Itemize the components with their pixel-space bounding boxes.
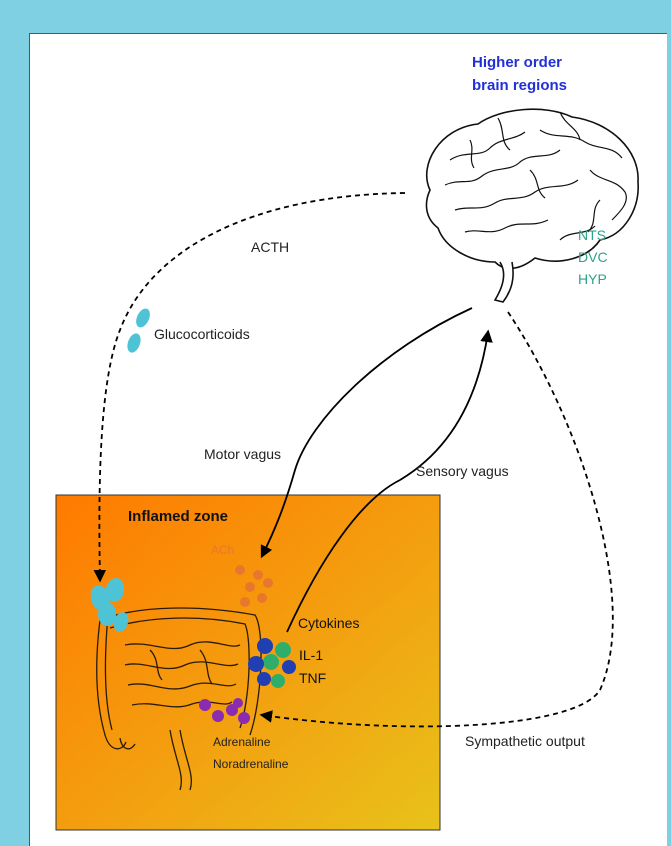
inflamed-zone-label: Inflamed zone (128, 508, 228, 525)
title-line-2: brain regions (472, 77, 567, 94)
il1-label: IL-1 (299, 647, 323, 663)
inflamed-zone-box (56, 495, 440, 830)
tnf-label: TNF (299, 670, 326, 686)
sensory-vagus-label: Sensory vagus (416, 463, 509, 479)
noradrenaline-label: Noradrenaline (213, 757, 289, 771)
ach-label: ACh (211, 543, 234, 557)
nucleus-hyp: HYP (578, 271, 607, 287)
acth-label: ACTH (251, 239, 289, 255)
motor-vagus-label: Motor vagus (204, 446, 281, 462)
cytokines-label: Cytokines (298, 615, 359, 631)
sympathetic-output-label: Sympathetic output (465, 733, 585, 749)
title-line-1: Higher order (472, 54, 562, 71)
nucleus-dvc: DVC (578, 249, 608, 265)
glucocorticoid-molecules (125, 306, 153, 354)
nucleus-nts: NTS (578, 227, 606, 243)
glucocorticoids-label: Glucocorticoids (154, 326, 250, 342)
adrenaline-label: Adrenaline (213, 735, 271, 749)
